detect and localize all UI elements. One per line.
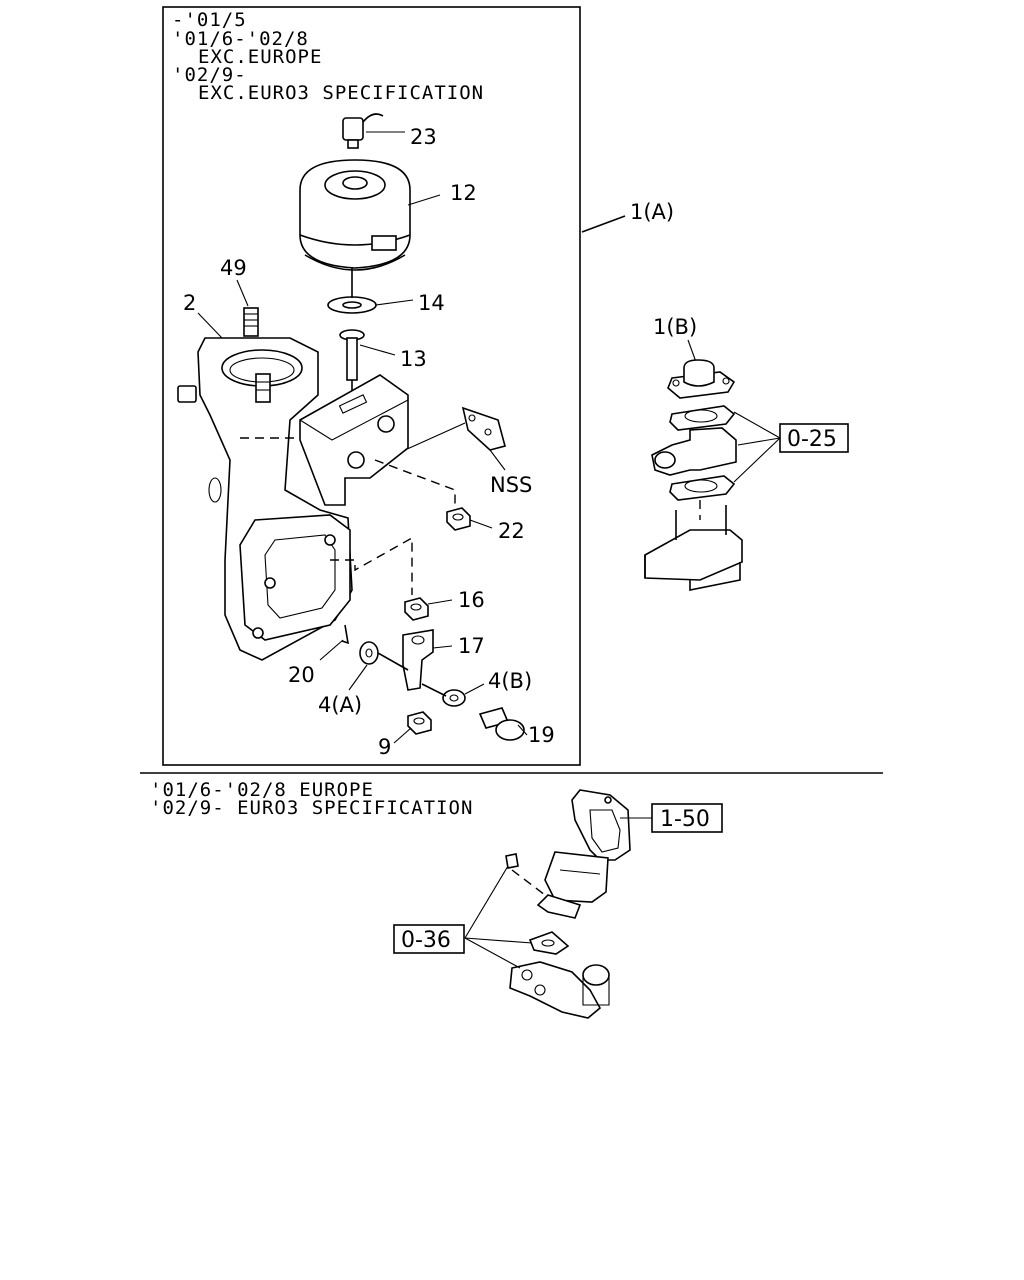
- callout-2: 2: [183, 291, 196, 315]
- part-19-pin: [478, 707, 525, 741]
- callout-22: 22: [498, 519, 525, 543]
- ref-box-0-25[interactable]: [779, 423, 849, 453]
- callout-9: 9: [378, 735, 391, 759]
- ref-box-0-36[interactable]: [393, 924, 465, 954]
- callout-12: 12: [450, 181, 477, 205]
- part-16-nut: [404, 597, 429, 621]
- ref-box-0-25-label: 0-25: [787, 427, 837, 452]
- top-header-line-1: -'01/5: [172, 9, 247, 31]
- part-4a-washer: [359, 641, 409, 671]
- part-22-nut: [446, 507, 471, 531]
- part-nss-bracket: [461, 406, 506, 451]
- top-header-line-2: '01/6-'02/8: [172, 28, 309, 50]
- callout-14: 14: [418, 291, 445, 315]
- top-header-line-3: EXC.EUROPE: [198, 46, 322, 68]
- ref-box-1-50[interactable]: [651, 803, 723, 833]
- part-2-housing: [177, 337, 353, 661]
- callout-17: 17: [458, 634, 485, 658]
- part-12-actuator: [299, 159, 411, 271]
- top-panel-frame: [162, 6, 581, 766]
- side-assembly-1b: [644, 359, 743, 591]
- callout-19: 19: [528, 723, 555, 747]
- part-9-nut: [407, 711, 432, 735]
- callout-49: 49: [220, 256, 247, 280]
- callout-20: 20: [288, 663, 315, 687]
- bottom-assembly: [505, 789, 631, 1019]
- ref-box-1-50-label: 1-50: [660, 807, 710, 832]
- callout-4a: 4(A): [318, 693, 362, 717]
- part-23-sensor: [342, 113, 384, 149]
- top-header-line-5: EXC.EURO3 SPECIFICATION: [198, 82, 484, 104]
- assembly-label-1a: 1(A): [630, 200, 674, 224]
- bottom-header-line-2: '02/9- EURO3 SPECIFICATION: [150, 797, 473, 819]
- part-20-clip: [341, 624, 350, 645]
- part-17-lever: [402, 629, 434, 691]
- bottom-header-line-1: '01/6-'02/8 EUROPE: [150, 779, 374, 801]
- ref-box-0-36-label: 0-36: [401, 928, 451, 953]
- callout-13: 13: [400, 347, 427, 371]
- callout-4b: 4(B): [488, 669, 532, 693]
- side-assembly-label: 1(B): [653, 315, 697, 339]
- part-4b-washer: [421, 683, 466, 707]
- part-14-washer: [327, 268, 377, 314]
- callout-16: 16: [458, 588, 485, 612]
- top-header-line-4: '02/9-: [172, 64, 247, 86]
- part-49-stud: [243, 307, 259, 337]
- callout-23: 23: [410, 125, 437, 149]
- callout-nss: NSS: [490, 473, 532, 497]
- bracket: [299, 374, 409, 506]
